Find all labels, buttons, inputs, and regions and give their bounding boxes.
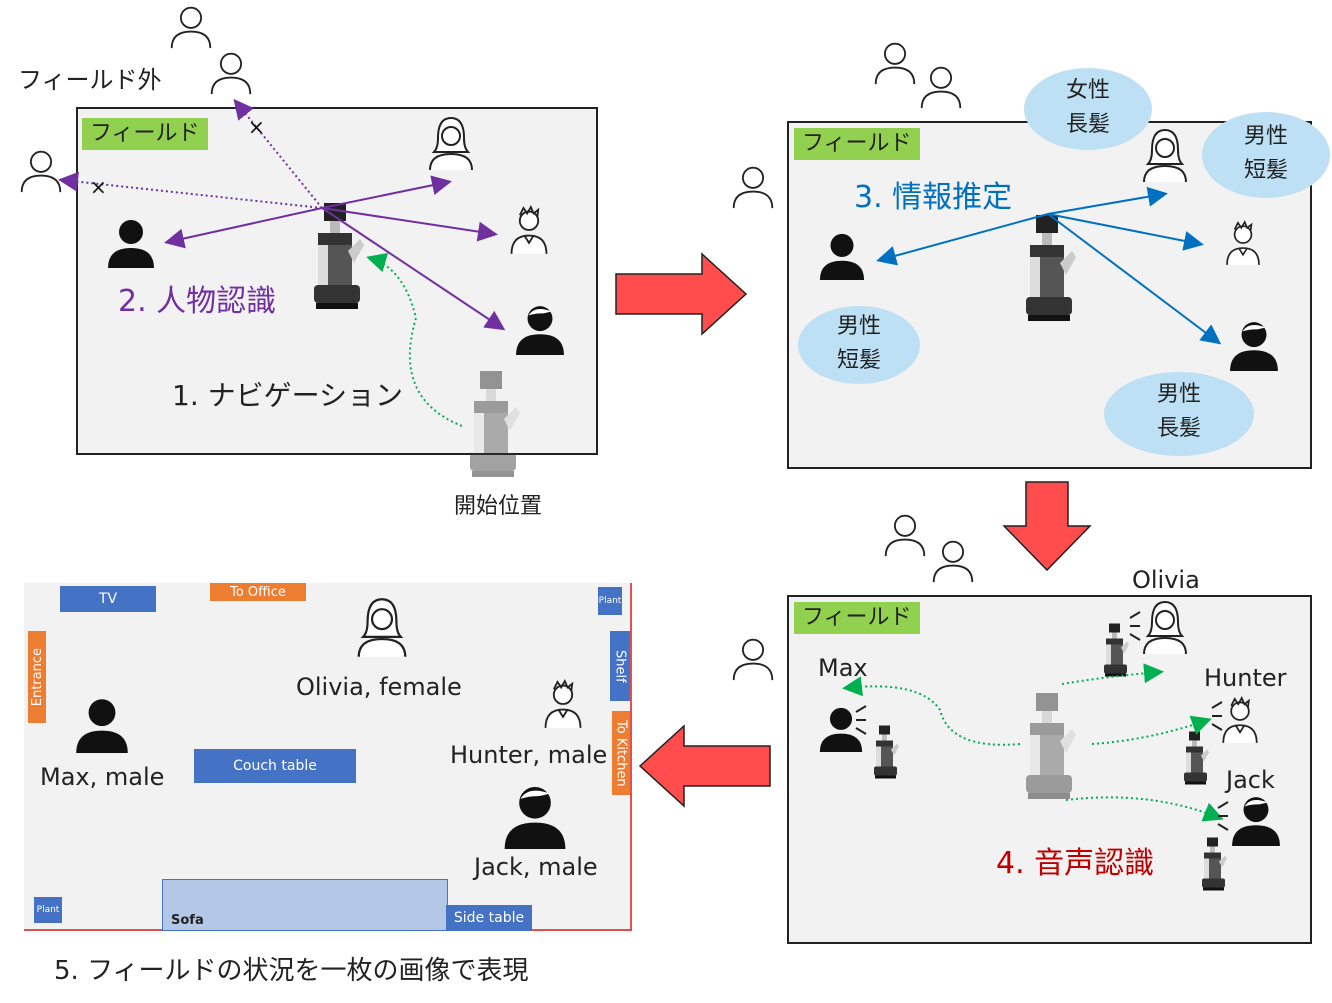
field-label: フィールド — [82, 118, 208, 150]
person-olivia-label: Olivia, female — [296, 673, 462, 701]
attribute-bubble: 男性 長髪 — [1104, 372, 1254, 456]
solid-person-icon — [74, 697, 130, 753]
attribute-gender: 男性 — [836, 314, 881, 339]
step-summary-caption: 5. フィールドの状況を一枚の画像で表現 — [54, 956, 529, 986]
person-hunter-label: Hunter, male — [450, 741, 608, 769]
entrance-label: Entrance — [29, 647, 45, 707]
to-office-block: To Office — [210, 583, 306, 601]
attribute-bubble: 女性 長髪 — [1024, 68, 1152, 150]
attribute-bubble: 男性 短髪 — [798, 306, 920, 384]
flow-arrow-right — [615, 252, 748, 336]
attribute-hair: 長髪 — [1065, 112, 1110, 137]
tv-block: TV — [60, 586, 156, 612]
couch-table-block: Couch table — [194, 749, 356, 783]
room-map: TV To Office Plant Entrance Shelf To Kit… — [24, 583, 632, 931]
attribute-gender: 男性 — [1243, 124, 1288, 149]
svg-text:×: × — [90, 175, 107, 199]
outside-field-label: フィールド外 — [18, 66, 162, 94]
step-person-recognition: 2. 人物認識 — [118, 284, 277, 319]
spiky-hair-person-icon — [540, 677, 586, 731]
svg-text:×: × — [248, 115, 265, 139]
attribute-bubble: 男性 短髪 — [1202, 112, 1330, 198]
attribute-gender: 男性 — [1156, 382, 1201, 407]
sofa-block: Sofa — [162, 879, 448, 931]
attribute-hair: 長髪 — [1156, 416, 1201, 441]
plant-block: Plant — [598, 587, 622, 615]
attribute-gender: 女性 — [1065, 78, 1110, 103]
flow-arrow-down — [1002, 481, 1092, 572]
to-kitchen-block: To Kitchen — [612, 711, 630, 795]
side-table-block: Side table — [446, 905, 532, 931]
name-max: Max — [818, 654, 868, 682]
start-position-label: 開始位置 — [454, 494, 543, 519]
field-label: フィールド — [794, 602, 920, 634]
attribute-hair: 短髪 — [836, 348, 881, 373]
entrance-block: Entrance — [28, 631, 46, 723]
plant-block: Plant — [34, 897, 62, 923]
step-navigation: 1. ナビゲーション — [172, 379, 404, 412]
female-person-icon — [354, 597, 410, 659]
attribute-hair: 短髪 — [1243, 158, 1288, 183]
solid-person-icon — [502, 783, 568, 849]
field-label: フィールド — [794, 128, 920, 160]
step-information-estimation: 3. 情報推定 — [854, 180, 1013, 215]
name-hunter: Hunter — [1204, 664, 1287, 692]
name-jack: Jack — [1226, 766, 1275, 794]
shelf-block: Shelf — [610, 631, 630, 701]
person-jack-label: Jack, male — [474, 853, 598, 881]
sofa-label: Sofa — [171, 913, 204, 928]
person-max-label: Max, male — [40, 763, 165, 791]
name-olivia: Olivia — [1132, 566, 1200, 594]
step-speech-recognition: 4. 音声認識 — [996, 846, 1155, 881]
flow-arrow-left — [638, 724, 771, 808]
